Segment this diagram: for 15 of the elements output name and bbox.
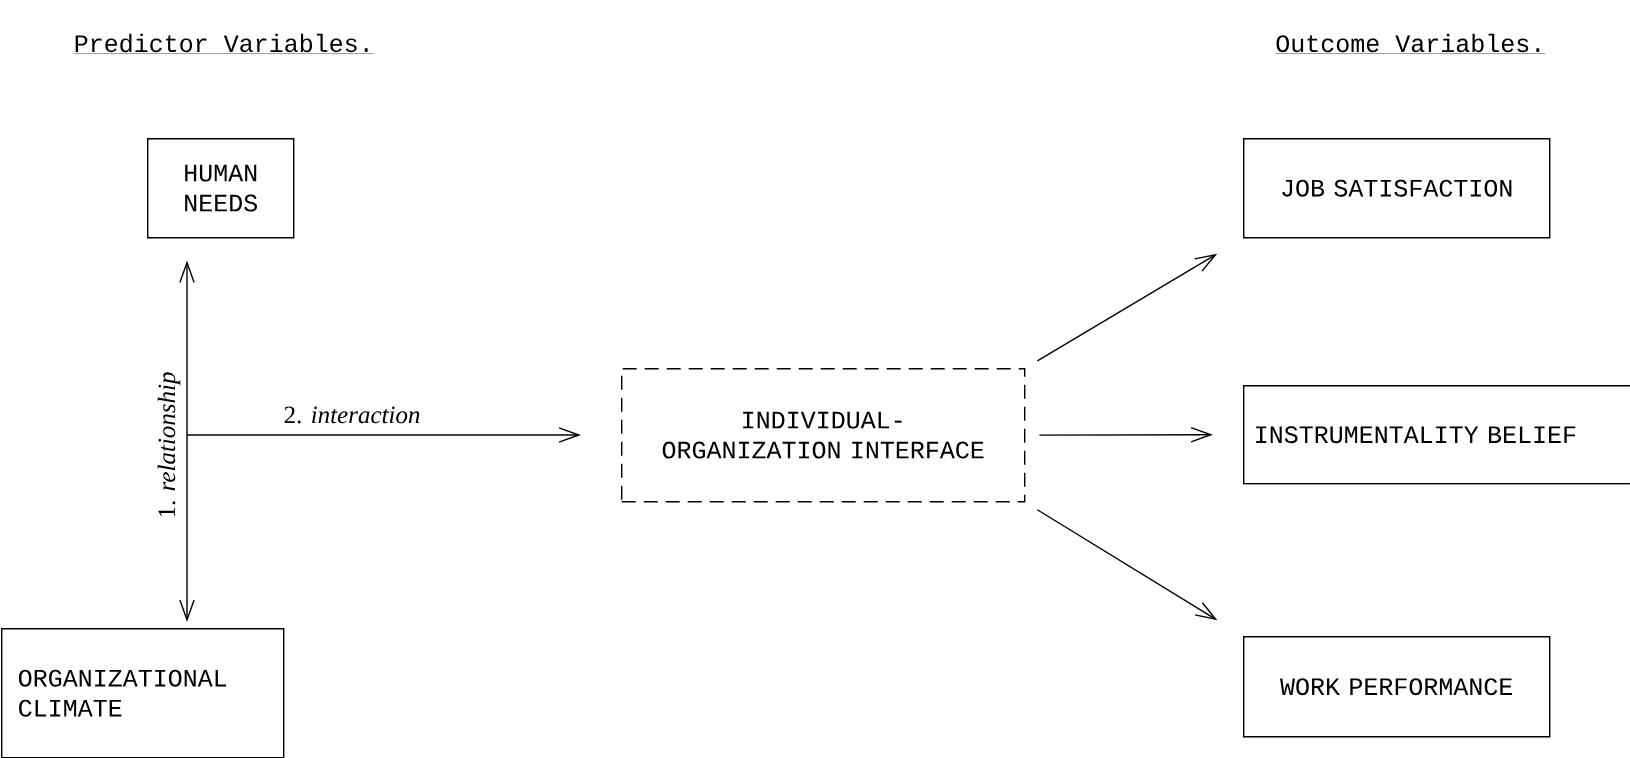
edge-label: 1. relationship	[155, 369, 183, 521]
variable-box: WORK PERFORMANCE	[1243, 636, 1551, 738]
heading: Predictor Variables.	[73, 33, 374, 54]
arrow	[1036, 253, 1218, 362]
variable-box: INDIVIDUAL-ORGANIZATION INTERFACE	[621, 368, 1026, 503]
arrow	[1038, 427, 1213, 443]
edge-label: 2. interaction	[281, 404, 423, 426]
variable-box: JOB SATISFACTION	[1243, 138, 1551, 239]
heading: Outcome Variables.	[1275, 33, 1546, 54]
variable-box: ORGANIZATIONAL CLIMATE	[1, 628, 285, 758]
variable-box: INSTRUMENTALITY BELIEF	[1243, 385, 1630, 485]
variable-box: HUMAN NEEDS	[147, 138, 295, 239]
arrow	[186, 427, 581, 443]
arrow	[179, 260, 195, 622]
arrow	[1036, 509, 1218, 621]
